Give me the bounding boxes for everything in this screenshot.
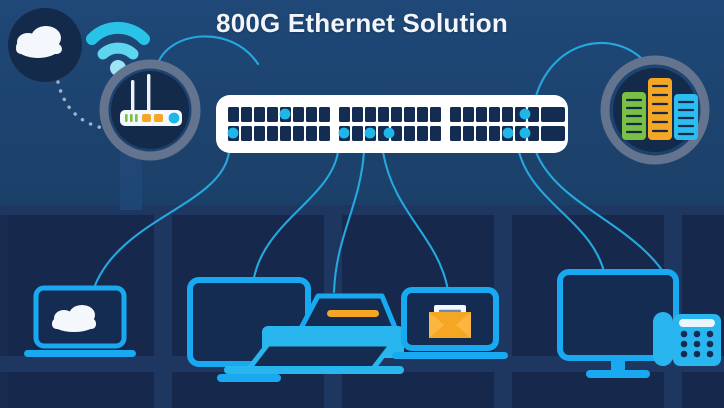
switch-active-link-indicators (227, 108, 531, 139)
email-icon (429, 305, 471, 338)
phone-keypad[interactable] (680, 330, 714, 358)
cable-router-link (155, 35, 260, 68)
printer-paper-slot (327, 310, 379, 317)
monitor-base (217, 374, 281, 382)
cable-to-laptop-email (381, 150, 450, 292)
server-icon (622, 78, 698, 140)
monitor-neck (611, 356, 625, 372)
laptop-cloud-base (24, 350, 136, 357)
cable-to-laptop-cloud (92, 150, 231, 290)
switch-uplink-port-2 (541, 126, 565, 141)
laptop-email-base (392, 352, 508, 359)
upper-wall-column (120, 150, 142, 210)
server-node-ring (600, 55, 710, 165)
printer-device[interactable] (224, 293, 404, 374)
desktop-monitor-right[interactable] (557, 269, 679, 378)
switch-uplink-port-1 (541, 107, 565, 122)
ip-phone-device[interactable] (653, 312, 721, 366)
phone-display (679, 319, 715, 327)
phone-handset (653, 312, 673, 366)
cable-to-printer (332, 150, 366, 294)
cable-server-link (534, 42, 649, 98)
router-node[interactable] (99, 59, 201, 161)
printer-foot (224, 366, 404, 374)
cloud-node[interactable] (8, 8, 82, 82)
ethernet-switch[interactable] (216, 95, 568, 153)
switch-chassis (216, 95, 568, 153)
cable-to-desktop-right (517, 150, 608, 282)
laptop-cloud-device[interactable] (24, 285, 136, 357)
laptop-email-device[interactable] (392, 287, 508, 359)
cloud-icon (16, 26, 62, 58)
monitor-base (586, 370, 650, 378)
cloud-icon (52, 305, 96, 332)
server-node[interactable] (600, 55, 710, 165)
router-node-ring (99, 59, 201, 161)
cable-cloud-dotted-link (56, 80, 114, 132)
cable-to-desktop-left (251, 150, 340, 285)
router-icon (120, 74, 182, 126)
wifi-icon (86, 21, 150, 76)
